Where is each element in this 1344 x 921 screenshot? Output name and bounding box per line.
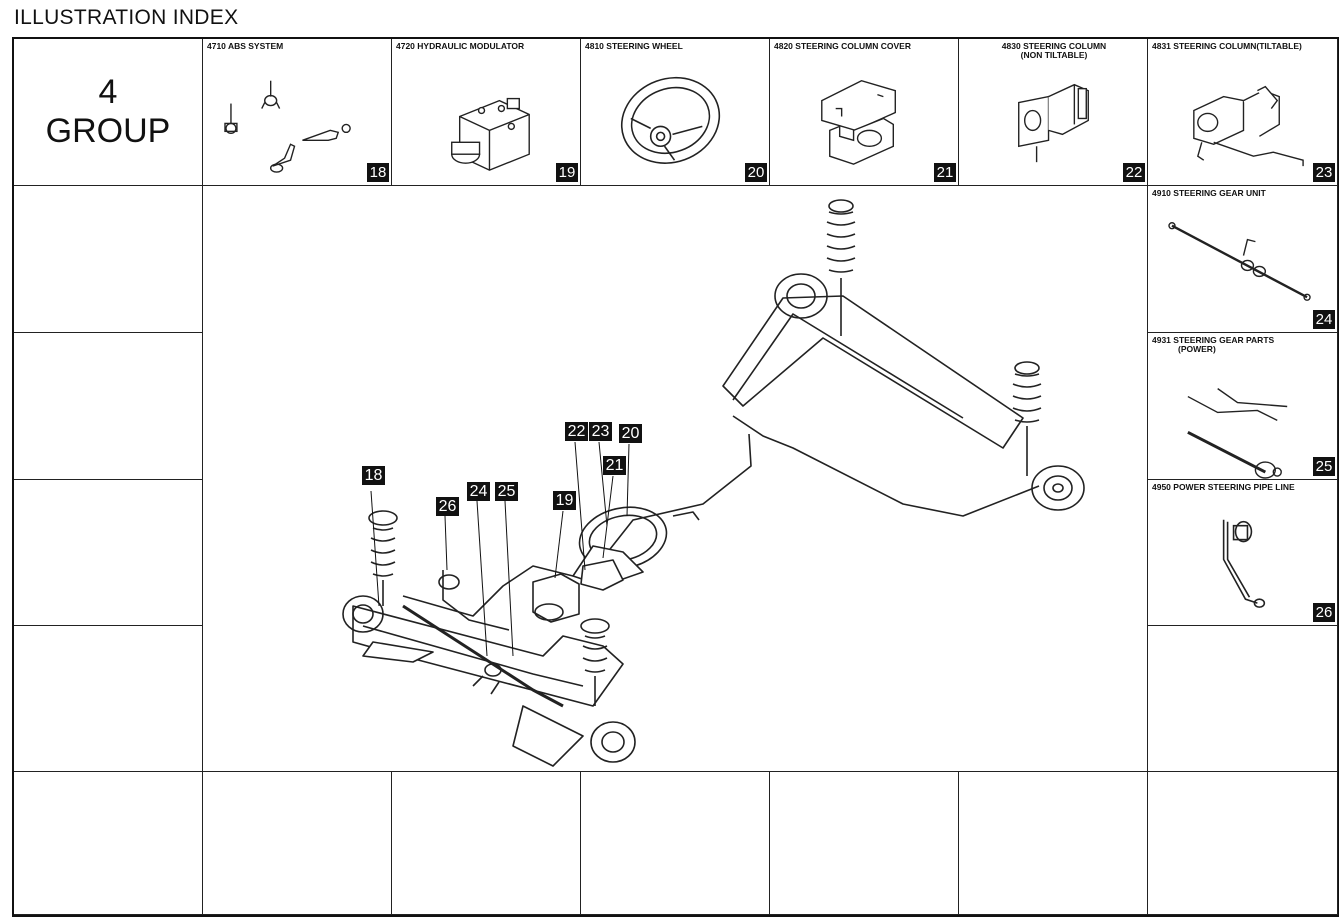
page-number-badge: 26 <box>1313 603 1335 622</box>
callout-badge: 20 <box>619 424 642 443</box>
empty-cell <box>14 186 203 333</box>
empty-cell <box>770 772 959 915</box>
index-cell-steering-gear-unit[interactable]: 4910 STEERING GEAR UNIT 24 <box>1148 186 1338 333</box>
chassis-illustration <box>342 199 1085 767</box>
cell-caption: 4910 STEERING GEAR UNIT <box>1152 188 1266 198</box>
cell-caption: 4810 STEERING WHEEL <box>585 41 683 51</box>
callout-badge: 18 <box>362 466 385 485</box>
group-cell: 4 GROUP <box>14 39 203 186</box>
cell-caption: 4820 STEERING COLUMN COVER <box>774 41 911 51</box>
page-number-badge: 25 <box>1313 457 1335 476</box>
group-number: 4 <box>98 73 118 111</box>
index-cell-steering-column-tiltable[interactable]: 4831 STEERING COLUMN(TILTABLE) 23 <box>1148 39 1338 186</box>
index-cell-steering-column-non-tiltable[interactable]: 4830 STEERING COLUMN (NON TILTABLE) 22 <box>959 39 1148 186</box>
abs-sensor-illustration <box>224 80 351 173</box>
index-cell-power-steering-pipe-line[interactable]: 4950 POWER STEERING PIPE LINE 26 <box>1148 480 1338 626</box>
steering-gear-illustration <box>1168 222 1311 301</box>
hydraulic-modulator-illustration <box>451 97 530 171</box>
caption-line-1: 4931 STEERING GEAR PARTS <box>1152 335 1275 345</box>
empty-cell <box>14 772 203 915</box>
column-cover-illustration <box>821 79 896 165</box>
empty-cell <box>1148 772 1338 915</box>
empty-cell <box>14 480 203 626</box>
callout-badge: 21 <box>603 456 626 475</box>
page-number-badge: 21 <box>934 163 956 182</box>
cell-caption: 4720 HYDRAULIC MODULATOR <box>396 41 525 51</box>
empty-cell <box>1148 626 1338 772</box>
page-number-badge: 22 <box>1123 163 1145 182</box>
callout-badge: 22 <box>565 422 588 441</box>
gear-parts-illustration <box>1187 388 1288 479</box>
cell-caption: 4830 STEERING COLUMN (NON TILTABLE) <box>963 42 1145 60</box>
index-cell-hydraulic-modulator[interactable]: 4720 HYDRAULIC MODULATOR 19 <box>392 39 581 186</box>
main-chassis-illustration-area: 18 26 24 25 19 22 23 20 21 <box>203 186 1148 772</box>
empty-cell <box>959 772 1148 915</box>
pipe-line-illustration <box>1222 519 1266 608</box>
callout-badge: 25 <box>495 482 518 501</box>
empty-cell <box>392 772 581 915</box>
empty-cell <box>203 772 392 915</box>
empty-cell <box>14 333 203 480</box>
cell-caption: 4831 STEERING COLUMN(TILTABLE) <box>1152 41 1302 51</box>
page-number-badge: 20 <box>745 163 767 182</box>
cell-caption: 4931 STEERING GEAR PARTS (POWER) <box>1152 336 1335 354</box>
tilt-column-illustration <box>1193 85 1304 167</box>
page-title: ILLUSTRATION INDEX <box>14 6 239 29</box>
cell-caption: 4710 ABS SYSTEM <box>207 41 284 51</box>
callout-badge: 26 <box>436 497 459 516</box>
group-label: GROUP <box>45 112 171 150</box>
empty-cell <box>14 626 203 772</box>
caption-line-2: (NON TILTABLE) <box>1020 50 1088 60</box>
page-number-badge: 24 <box>1313 310 1335 329</box>
index-cell-steering-wheel[interactable]: 4810 STEERING WHEEL 20 <box>581 39 770 186</box>
callout-badge: 23 <box>589 422 612 441</box>
index-cell-steering-column-cover[interactable]: 4820 STEERING COLUMN COVER 21 <box>770 39 959 186</box>
empty-cell <box>581 772 770 915</box>
page-number-badge: 19 <box>556 163 578 182</box>
index-cell-abs-system[interactable]: 4710 ABS SYSTEM 18 <box>203 39 392 186</box>
page-number-badge: 18 <box>367 163 389 182</box>
steering-wheel-illustration <box>620 76 721 164</box>
page-number-badge: 23 <box>1313 163 1335 182</box>
illustration-index-grid: 4 GROUP 4710 ABS SYSTEM 18 4720 HYDRAU <box>12 37 1339 917</box>
index-cell-steering-gear-parts[interactable]: 4931 STEERING GEAR PARTS (POWER) 25 <box>1148 333 1338 480</box>
callout-badge: 19 <box>553 491 576 510</box>
caption-line-2: (POWER) <box>1178 344 1216 354</box>
callout-badge: 24 <box>467 482 490 501</box>
steering-column-illustration <box>1018 83 1089 163</box>
caption-line-1: 4830 STEERING COLUMN <box>1001 41 1107 51</box>
cell-caption: 4950 POWER STEERING PIPE LINE <box>1152 482 1295 492</box>
